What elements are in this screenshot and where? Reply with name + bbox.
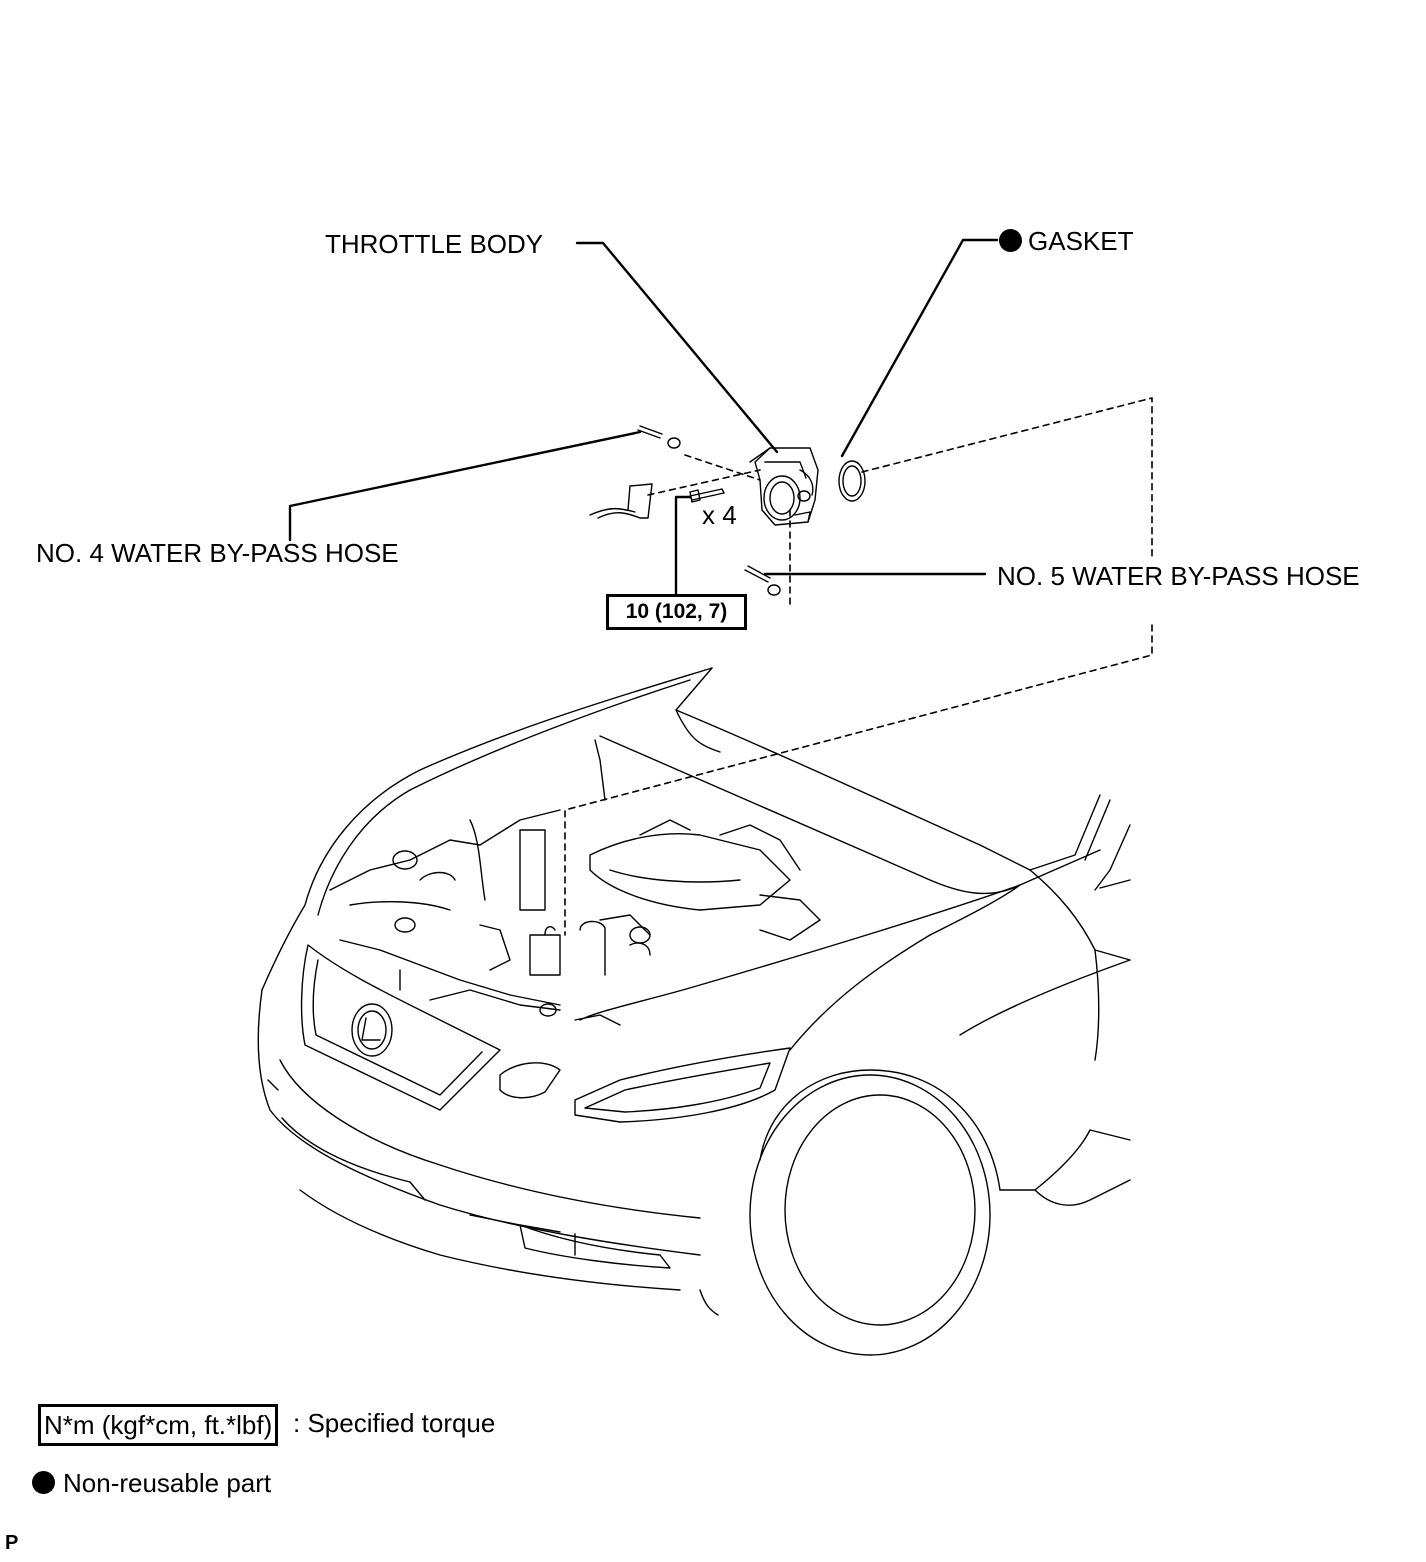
throttle-body-part xyxy=(749,447,819,526)
throttle-body-leader xyxy=(575,241,779,454)
torque-legend-text: : Specified torque xyxy=(293,1408,496,1438)
no4-hose-part xyxy=(589,425,681,519)
gasket-leader xyxy=(840,238,999,458)
non-reusable-legend-icon xyxy=(32,1471,55,1494)
bolt-part xyxy=(689,488,725,503)
non-reusable-dot-icon xyxy=(999,229,1022,252)
no4-hose-leader xyxy=(288,430,642,542)
gasket-part xyxy=(838,460,866,502)
torque-spec-box: 10 (102, 7) xyxy=(606,594,747,630)
no5-water-bypass-hose-label: NO. 5 WATER BY-PASS HOSE xyxy=(997,561,1360,591)
assembly-line-3 xyxy=(861,397,1153,561)
torque-leader xyxy=(674,495,692,597)
assembly-line-2 xyxy=(647,469,761,496)
assembly-line-1 xyxy=(684,454,761,481)
bolt-quantity-label: x 4 xyxy=(702,500,737,530)
non-reusable-legend-text: Non-reusable part xyxy=(63,1468,272,1498)
torque-unit-legend-box: N*m (kgf*cm, ft.*lbf) xyxy=(38,1404,279,1446)
page-marker: P xyxy=(5,1532,19,1554)
gasket-label: GASKET xyxy=(1028,226,1134,256)
no5-hose-part xyxy=(744,565,781,596)
no4-water-bypass-hose-label: NO. 4 WATER BY-PASS HOSE xyxy=(36,538,399,568)
throttle-body-label: THROTTLE BODY xyxy=(325,229,544,259)
assembly-line-4 xyxy=(564,624,1153,936)
car-illustration xyxy=(257,667,1131,1356)
